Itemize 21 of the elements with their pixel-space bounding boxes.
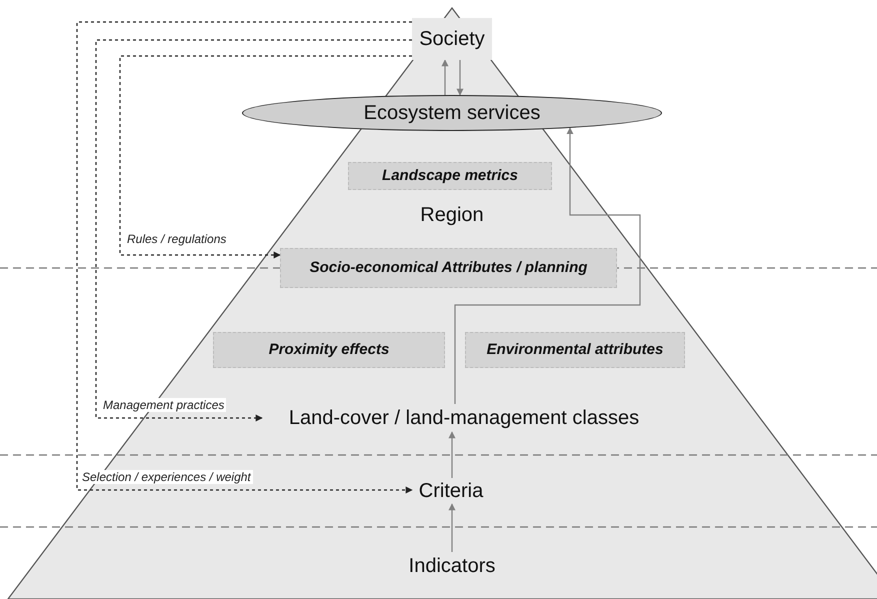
edge-label: Management practices: [101, 398, 226, 412]
level-label: Criteria: [412, 478, 490, 504]
level-label: Society: [412, 18, 492, 60]
arrow: [448, 431, 456, 478]
edge-label: Rules / regulations: [125, 232, 228, 246]
dashed-arrow: [119, 55, 412, 258]
dashed-arrow: [76, 21, 413, 494]
factor-box: Proximity effects: [213, 332, 445, 368]
level-label: Land-cover / land-management classes: [262, 404, 666, 432]
arrow: [454, 127, 641, 404]
arrow: [448, 503, 456, 552]
level-label: Region: [410, 200, 494, 230]
factor-box: Landscape metrics: [348, 162, 552, 190]
factor-box: Socio-economical Attributes / planning: [280, 248, 617, 288]
ellipse-node: Ecosystem services: [242, 95, 662, 131]
level-label: Indicators: [405, 552, 499, 580]
arrow: [442, 59, 448, 95]
dashed-arrow: [95, 39, 412, 422]
edge-label: Selection / experiences / weight: [80, 470, 253, 484]
arrow: [456, 60, 464, 96]
factor-box: Environmental attributes: [465, 332, 685, 368]
